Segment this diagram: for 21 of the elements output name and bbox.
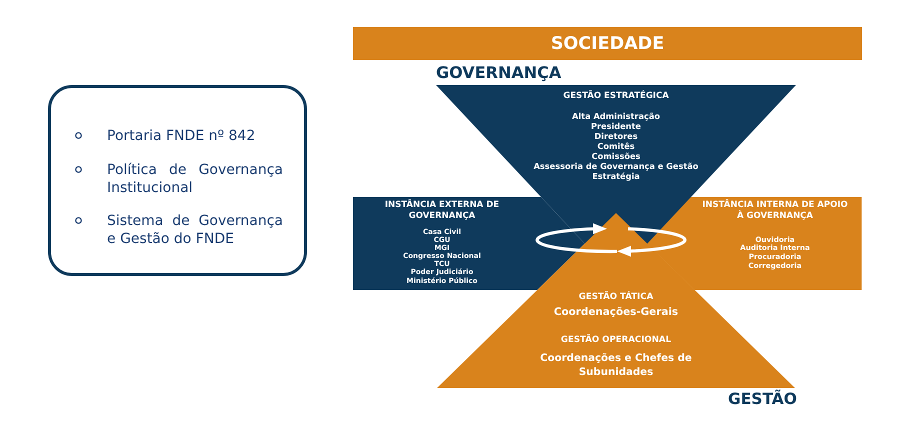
section-title: GOVERNANÇA [436,63,562,83]
level-heading: GESTÃO ESTRATÉGICA [563,91,669,102]
banner-band [353,27,862,60]
member-name: Assessoria de Governança e Gestão Estratégia [532,161,700,181]
member-name: Comissões [592,151,640,161]
member-name: Presidente [591,121,641,131]
level-members: Coordenações e Chefes de Subunidades [539,352,693,380]
band-heading: INSTÂNCIA INTERNA DE APOIO À GOVERNANÇA [701,200,849,222]
band-heading: INSTÂNCIA EXTERNA DE GOVERNANÇA [384,200,500,222]
member-name: Comitês [597,141,635,151]
member-name: Alta Administração [572,111,660,121]
level-members: Coordenações-Gerais [554,306,678,319]
level-heading: GESTÃO TÁTICA [578,292,654,303]
list-item: Política de Governança Institucional [107,160,283,198]
banner-title: SOCIEDADE [550,32,664,54]
list-item: Sistema de Governança e Gestão do FNDE [107,212,283,249]
member-name: Diretores [594,131,638,141]
section-title: GESTÃO [728,389,797,409]
rounded-panel [48,85,307,276]
list-item: Portaria FNDE nº 842 [107,126,256,145]
level-heading: GESTÃO OPERACIONAL [560,335,672,346]
